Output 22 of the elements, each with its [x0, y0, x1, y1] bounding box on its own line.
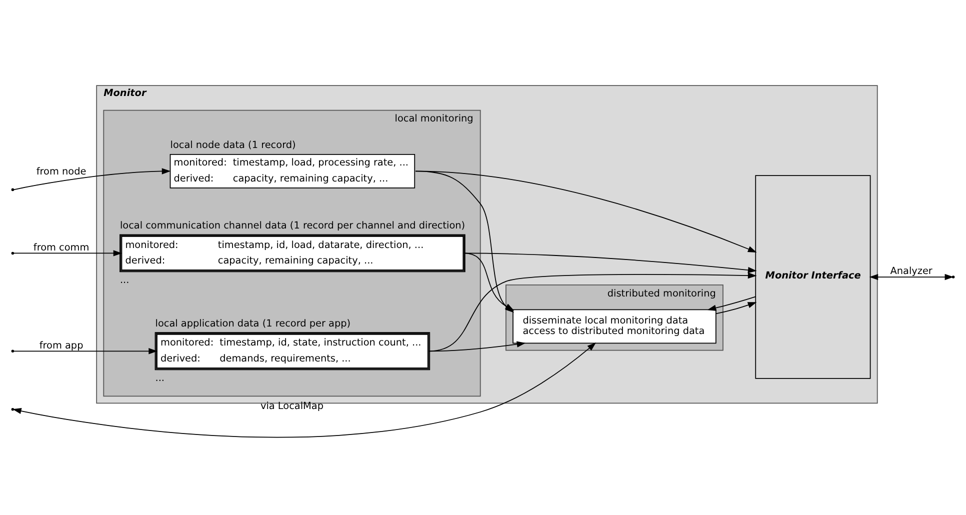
edge-label: from comm [33, 242, 90, 253]
node-box: Monitor Interface [755, 174, 871, 378]
node-label: local communication channel data (1 record per channel and direction) [120, 220, 466, 231]
arrow [464, 252, 757, 273]
arrow [13, 348, 158, 354]
arrow [464, 252, 514, 310]
node-label: local application data (1 record per app) [155, 318, 351, 329]
edge-label: from app [39, 340, 84, 351]
node-box: disseminate local monitoring data access to distributed monitoring data [512, 308, 716, 344]
node-label: ... [155, 372, 165, 384]
arrow [415, 170, 757, 252]
arrow [13, 168, 171, 190]
arrow [716, 302, 757, 314]
node-label: ... [120, 274, 130, 286]
arrow [428, 272, 757, 352]
edge-label: Analyzer [890, 266, 932, 277]
node-label: local node data (1 record) [170, 140, 296, 151]
arrow [869, 273, 954, 280]
arrow [13, 250, 122, 256]
edge-label: via LocalMap [260, 400, 324, 412]
arrow [707, 296, 756, 310]
edge-label: from node [36, 166, 86, 178]
